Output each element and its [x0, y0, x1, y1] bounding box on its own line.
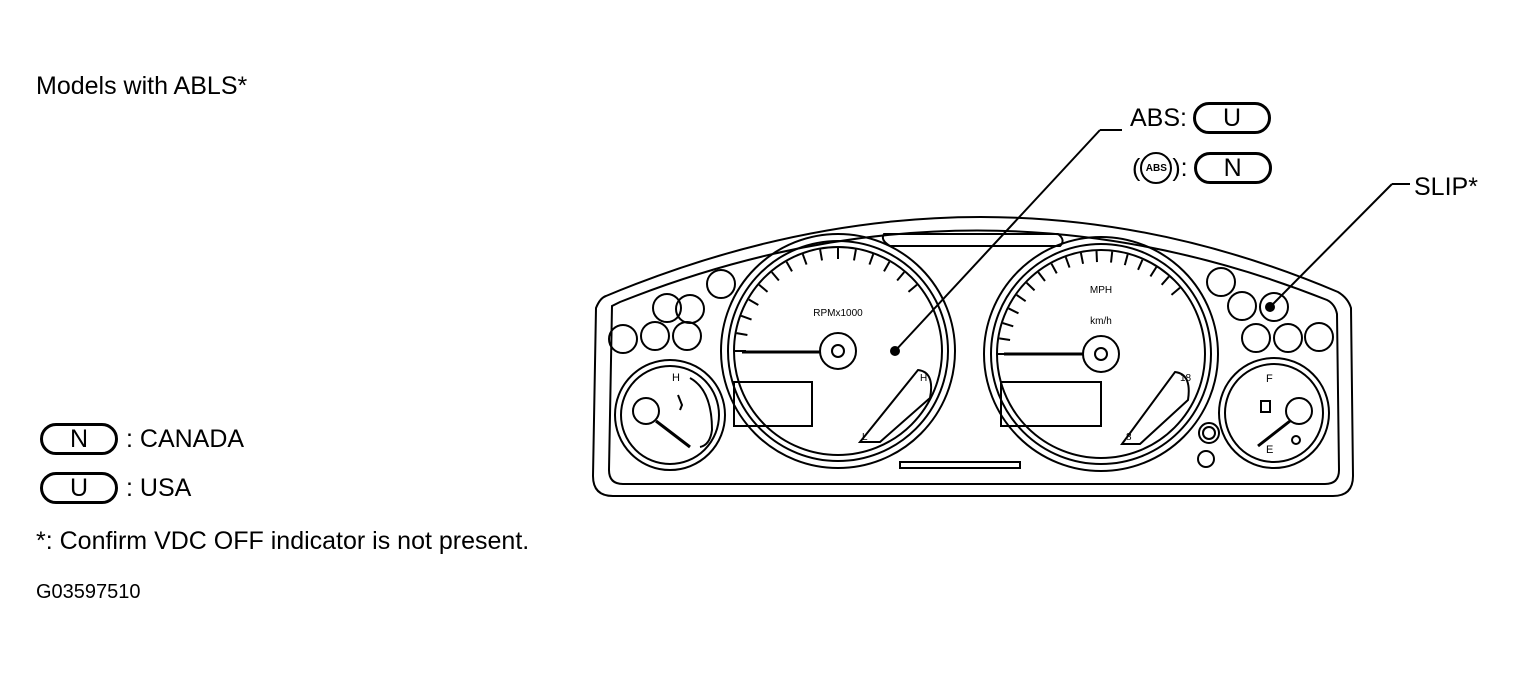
gauge-tick — [1079, 252, 1085, 264]
gauge-tick — [868, 253, 875, 265]
figure-id: G03597510 — [36, 581, 141, 603]
security-lamp-icon — [1197, 450, 1215, 468]
gauge-tick — [1160, 275, 1170, 286]
speed-unit-kmh: km/h — [1090, 316, 1112, 327]
tachometer — [720, 233, 956, 469]
gauge-tick — [819, 249, 824, 261]
small-lamp-inner — [1202, 426, 1216, 440]
callout-abs-code: U — [1192, 102, 1271, 134]
volt-high-mark: 18 — [1180, 373, 1192, 384]
gauge-tick — [736, 332, 748, 337]
cluster-housing-outer — [591, 216, 1355, 497]
gauge-tick — [1064, 256, 1071, 268]
footnote: *: Confirm VDC OFF indicator is not pres… — [36, 527, 530, 555]
left-indicator-lamps — [608, 269, 736, 354]
legend-usa: U : USA — [40, 469, 191, 507]
callout-slip-label: SLIP* — [1414, 173, 1478, 201]
legend-code-usa: U — [40, 472, 118, 504]
gauge-tick — [1110, 251, 1114, 263]
temp-high-mark: H — [672, 372, 680, 384]
gauge-tick — [740, 314, 752, 321]
tach-label: RPMx1000 — [813, 308, 863, 319]
abs-paren-open: ( — [1132, 153, 1141, 182]
legend-label-usa: : USA — [126, 473, 192, 502]
gauge-tick — [1170, 287, 1181, 296]
abs-leader-line — [894, 129, 1101, 352]
gauge-tick — [907, 284, 918, 293]
legend-code-canada: N — [40, 423, 118, 455]
temperature-gauge — [614, 359, 726, 471]
gauge-tick — [883, 261, 891, 272]
callout-abs-symbol-code: N — [1193, 152, 1272, 184]
top-display-slot — [881, 233, 1064, 247]
fuel-empty-mark: E — [1266, 444, 1273, 456]
gauge-tick — [1008, 307, 1019, 315]
gauge-tick — [896, 271, 905, 282]
gauge-tick — [758, 284, 769, 293]
small-lamp — [1198, 422, 1220, 444]
legend-label-canada: : CANADA — [126, 424, 245, 453]
abs-paren-close: ): — [1172, 153, 1188, 182]
gauge-tick — [999, 337, 1011, 341]
legend-canada: N : CANADA — [40, 420, 244, 458]
gauge-tick — [801, 253, 808, 265]
gauge-tick — [1050, 263, 1058, 274]
speed-unit-mph: MPH — [1090, 285, 1112, 296]
speedometer — [983, 236, 1219, 472]
gauge-tick — [1002, 322, 1014, 328]
gauge-tick — [748, 298, 759, 306]
callout-abs-text: ABS: U — [1130, 99, 1271, 137]
slip-leader-line — [1269, 183, 1393, 308]
gauge-tick — [1025, 282, 1036, 292]
volt-low-mark: 8 — [1126, 432, 1132, 443]
callout-abs-symbol: ( ABS ): N — [1132, 149, 1272, 187]
right-indicator-lamps — [1206, 267, 1334, 353]
gauge-tick — [1123, 254, 1129, 266]
gauge-tick — [771, 271, 780, 282]
fuel-full-mark: F — [1266, 373, 1273, 385]
figure-title: Models with ABLS* — [36, 72, 248, 100]
gauge-tick — [852, 249, 857, 261]
oil-low-mark: L — [862, 432, 868, 443]
oil-high-mark: H — [920, 373, 927, 384]
gauge-tick — [1149, 266, 1158, 277]
fuel-gauge — [1218, 357, 1330, 469]
gauge-tick — [1137, 259, 1144, 271]
bottom-strip — [899, 461, 1021, 469]
gauge-tick — [1037, 271, 1046, 282]
gauge-tick — [1016, 294, 1027, 303]
callout-abs-label: ABS: — [1130, 103, 1187, 132]
gauge-tick — [785, 261, 793, 272]
abs-symbol-icon: ABS — [1140, 152, 1173, 184]
